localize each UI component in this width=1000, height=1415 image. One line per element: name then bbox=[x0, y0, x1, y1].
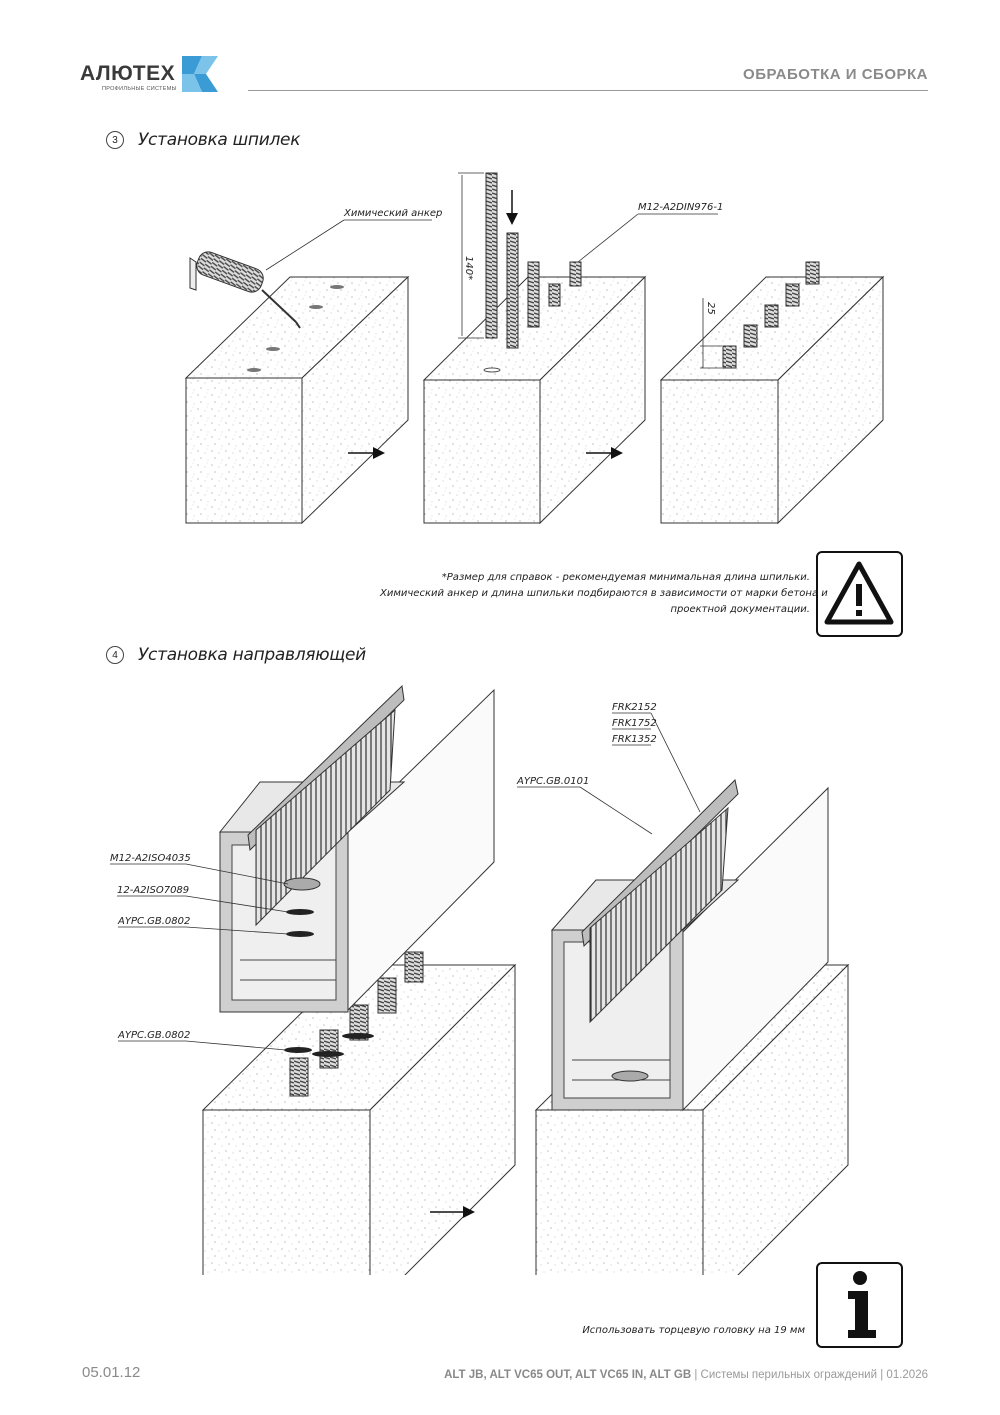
info-box bbox=[816, 1262, 903, 1348]
logo-name: АЛЮТЕХ bbox=[80, 62, 176, 85]
logo-subtitle: ПРОФИЛЬНЫЕ СИСТЕМЫ bbox=[102, 86, 177, 92]
step-4-number: 4 bbox=[106, 646, 124, 664]
guide-profile-left bbox=[218, 684, 495, 1013]
studs-with-gaskets bbox=[284, 951, 424, 1097]
footer-info: ALT JB, ALT VC65 OUT, ALT VC65 IN, ALT G… bbox=[444, 1369, 928, 1381]
warning-line-3: проектной документации. bbox=[670, 604, 810, 615]
concrete-block-3 bbox=[659, 275, 885, 525]
warning-box bbox=[816, 551, 903, 637]
footer-separator-2: | bbox=[880, 1369, 884, 1381]
chemical-anchor-label: Химический анкер bbox=[343, 208, 442, 219]
page-number: 05.01.12 bbox=[82, 1364, 141, 1381]
stud-label: M12-A2DIN976-1 bbox=[638, 202, 723, 213]
studs-installed: 25 bbox=[700, 261, 820, 369]
logo-mark-icon bbox=[182, 56, 218, 92]
frk-label-1: FRK2152 bbox=[612, 702, 657, 713]
length-dimension: 140* bbox=[458, 172, 484, 339]
washer-label: 12-A2ISO7089 bbox=[117, 885, 189, 896]
info-icon bbox=[848, 1271, 876, 1338]
section-title: ОБРАБОТКА И СБОРКА bbox=[743, 66, 928, 83]
step-4-illustration: M12-A2ISO4035 12-A2ISO7089 AYPC.GB.0802 … bbox=[110, 684, 850, 1275]
frk-label-3: FRK1352 bbox=[612, 734, 657, 745]
warning-line-1: *Размер для справок - рекомендуемая мини… bbox=[441, 572, 810, 583]
gasket-top-label: AYPC.GB.0802 bbox=[117, 916, 190, 927]
spacing-label: 25 bbox=[705, 302, 716, 315]
studs-installing bbox=[485, 172, 582, 349]
warning-note: *Размер для справок - рекомендуемая мини… bbox=[380, 570, 828, 618]
step-3-number: 3 bbox=[106, 131, 124, 149]
step-3-title: Установка шпилек bbox=[138, 130, 301, 150]
footer-date: 01.2026 bbox=[886, 1369, 928, 1381]
warning-triangle-icon bbox=[824, 561, 894, 625]
nut-label: M12-A2ISO4035 bbox=[110, 853, 191, 864]
footer-system: Системы перильных ограждений bbox=[700, 1369, 878, 1381]
concrete-block-1 bbox=[184, 275, 410, 525]
concrete-block-2 bbox=[422, 275, 647, 525]
guide-profile-right bbox=[550, 779, 829, 1112]
warning-line-2: Химический анкер и длина шпильки подбира… bbox=[380, 588, 828, 599]
step-3-heading: 3 Установка шпилек bbox=[106, 130, 300, 150]
length-label: 140* bbox=[463, 256, 474, 280]
anchor-cartridge-icon bbox=[189, 251, 301, 329]
step-4-title: Установка направляющей bbox=[138, 645, 366, 665]
step-4-heading: 4 Установка направляющей bbox=[106, 645, 366, 665]
frk-label-2: FRK1752 bbox=[612, 718, 657, 729]
footer-separator-1: | bbox=[694, 1369, 698, 1381]
profile-label: AYPC.GB.0101 bbox=[516, 776, 589, 787]
header-divider bbox=[248, 90, 928, 91]
info-note: Использовать торцевую головку на 19 мм bbox=[582, 1325, 805, 1336]
brand-logo: АЛЮТЕХ ПРОФИЛЬНЫЕ СИСТЕМЫ bbox=[80, 52, 220, 96]
gasket-bottom-label: AYPC.GB.0802 bbox=[117, 1030, 190, 1041]
step-3-illustration: 140* 25 Химический анкер M12-A2DIN976-1 bbox=[184, 172, 885, 525]
footer-products: ALT JB, ALT VC65 OUT, ALT VC65 IN, ALT G… bbox=[444, 1369, 692, 1381]
